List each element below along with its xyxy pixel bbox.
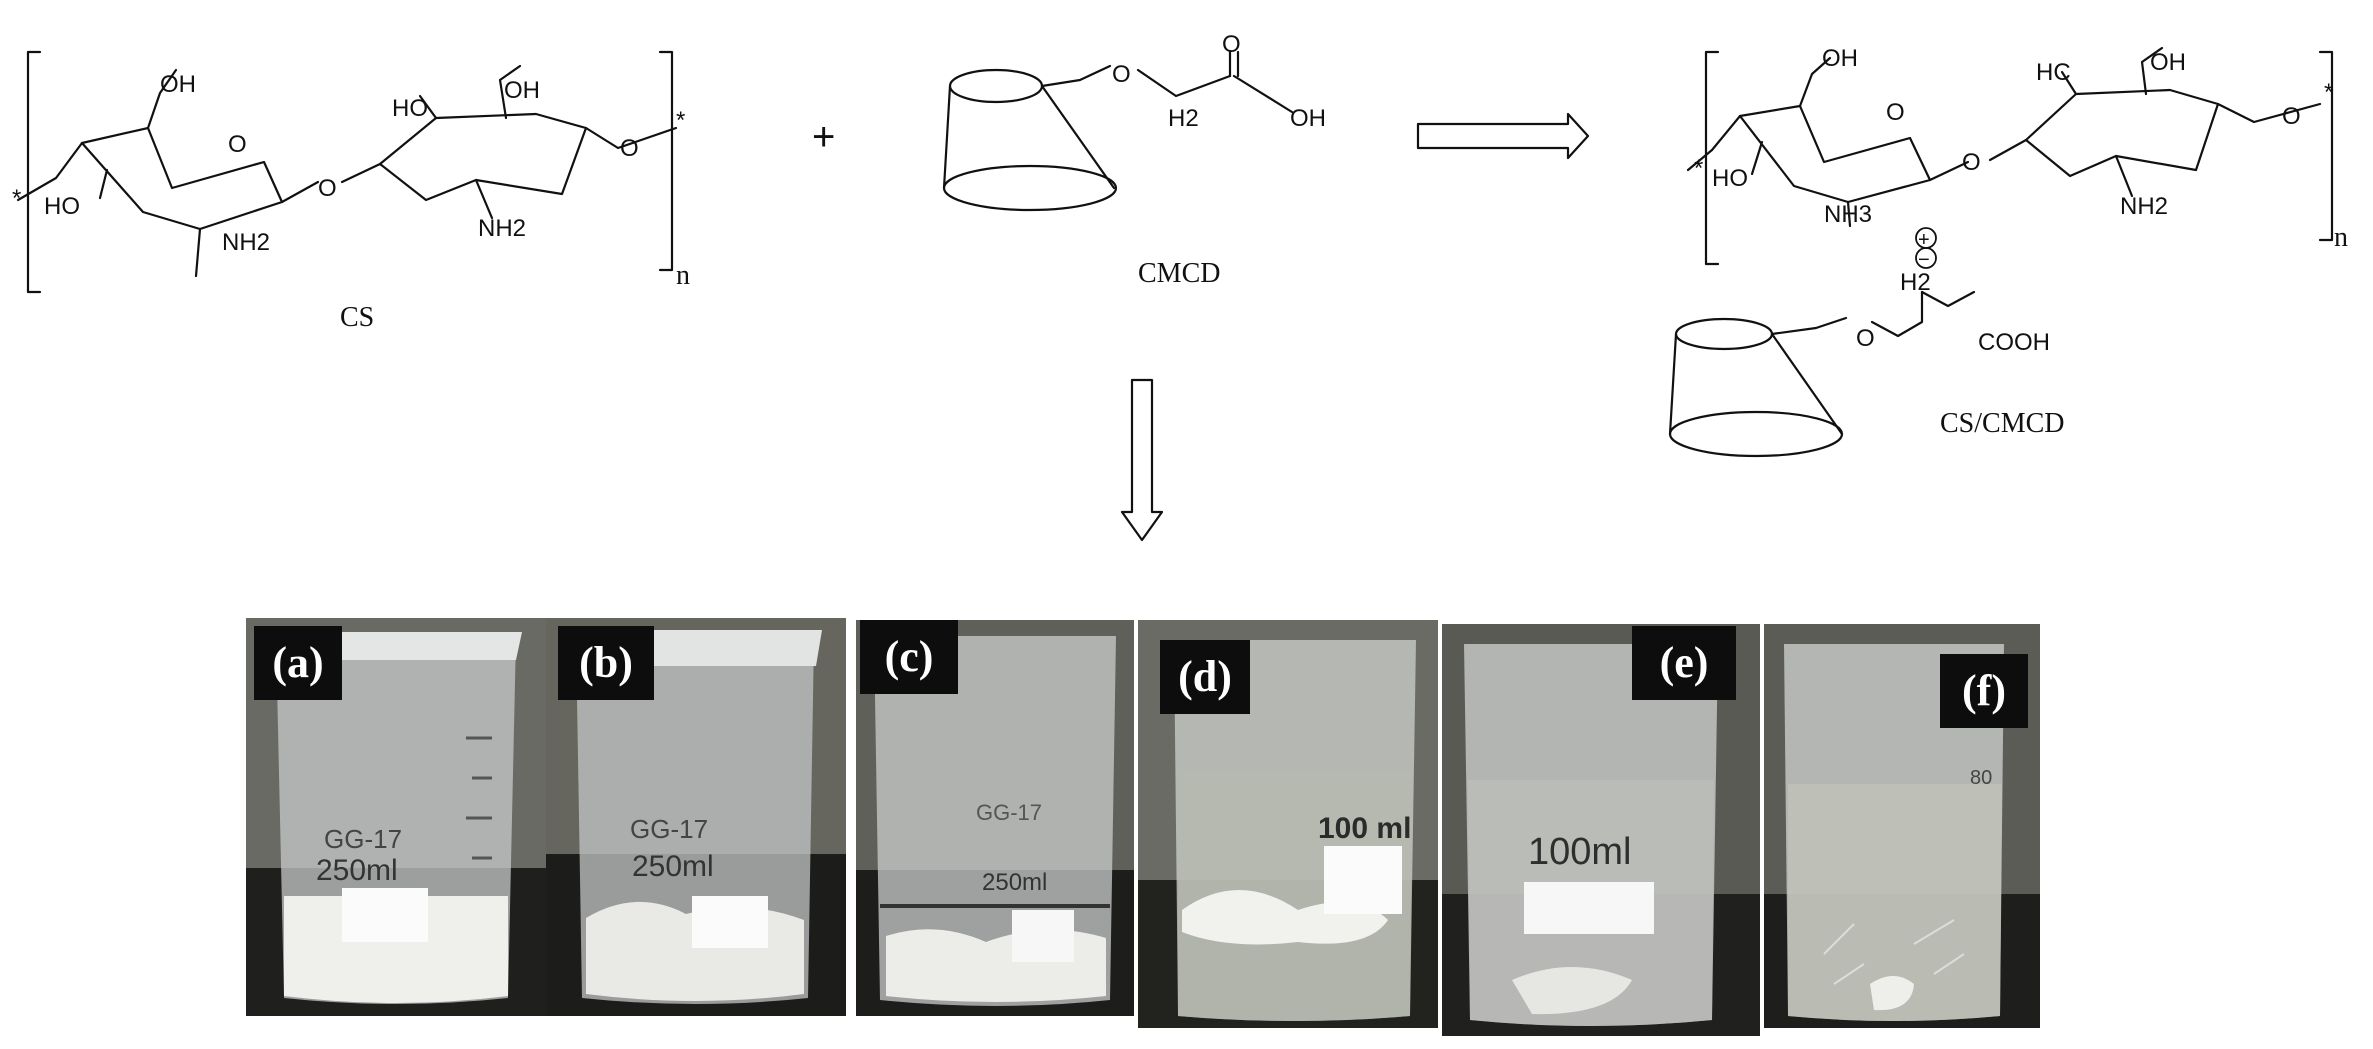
photo-f: 100 80 (f) bbox=[1764, 624, 2040, 1028]
cmcd-carbonyl-o: O bbox=[1222, 31, 1241, 58]
photo-a: GG-17 250ml (a) bbox=[246, 618, 546, 1016]
cs-nh2-2: NH2 bbox=[478, 215, 526, 242]
product-link-o: O bbox=[1962, 149, 1981, 176]
product-end-o: O bbox=[2282, 103, 2301, 130]
product-oh-1: OH bbox=[1822, 45, 1858, 72]
cs-ho-2: HO bbox=[392, 95, 428, 122]
cs-caption: CS bbox=[340, 302, 374, 333]
beaker-b-volume: 250ml bbox=[632, 850, 714, 883]
cmcd-caption: CMCD bbox=[1138, 258, 1220, 289]
beaker-f-mark-80: 80 bbox=[1970, 767, 1992, 789]
product-hc: HC bbox=[2036, 59, 2071, 86]
positive-charge: + bbox=[1918, 229, 1930, 251]
photo-f-label: (f) bbox=[1940, 654, 2028, 728]
cs-ho: HO bbox=[44, 193, 80, 220]
photo-a-label: (a) bbox=[254, 626, 342, 700]
arrow-down bbox=[1120, 378, 1164, 542]
photo-e-label: (e) bbox=[1632, 626, 1736, 700]
cs-ring-2 bbox=[378, 64, 678, 220]
cmcd-ether-o: O bbox=[1112, 61, 1131, 88]
cs-oh-2: OH bbox=[504, 77, 540, 104]
cs-nh2-1: NH2 bbox=[222, 229, 270, 256]
cmcd-oh: OH bbox=[1290, 105, 1326, 132]
cs-link-2 bbox=[340, 162, 382, 184]
cs-ring-1 bbox=[16, 68, 284, 278]
photo-c: GG-17 250ml (c) bbox=[856, 620, 1134, 1016]
product-nh3: NH3 bbox=[1824, 201, 1872, 228]
cs-left-bracket bbox=[26, 50, 42, 294]
cmcd-cone bbox=[942, 50, 1294, 212]
product-oh-2: OH bbox=[2150, 49, 2186, 76]
product-ether-o: O bbox=[1856, 325, 1875, 352]
negative-charge: − bbox=[1918, 249, 1930, 271]
cs-right-bracket bbox=[658, 50, 674, 272]
product-ho: HO bbox=[1712, 165, 1748, 192]
beaker-e-volume: 100ml bbox=[1528, 831, 1632, 873]
product-cooh: COOH bbox=[1978, 329, 2050, 356]
beaker-d-volume: 100 ml bbox=[1318, 812, 1411, 845]
photo-b: GG-17 250ml (b) bbox=[546, 618, 846, 1016]
cs-link-o: O bbox=[318, 175, 337, 202]
ion-pair-charges: + − bbox=[1915, 227, 1937, 271]
beaker-a-mark: GG-17 bbox=[324, 824, 402, 854]
photo-e: 100ml (e) bbox=[1442, 624, 1760, 1036]
beaker-c-volume: 250ml bbox=[982, 869, 1047, 896]
product-left-bracket bbox=[1704, 50, 1720, 266]
photo-b-label: (b) bbox=[558, 626, 654, 700]
cs-ring-o: O bbox=[228, 131, 247, 158]
cs-link-1 bbox=[280, 180, 320, 204]
product-link-2 bbox=[1988, 138, 2028, 162]
beaker-b-mark: GG-17 bbox=[630, 814, 708, 844]
product-ch2: H2 bbox=[1900, 269, 1931, 296]
cs-star-left: * bbox=[12, 185, 21, 212]
product-ring-1 bbox=[1686, 56, 1932, 228]
cs-star-right: * bbox=[676, 107, 685, 134]
product-right-bracket bbox=[2318, 50, 2334, 242]
cs-end-o: O bbox=[620, 135, 639, 162]
product-star-right: * bbox=[2324, 79, 2333, 106]
beaker-a-volume: 250ml bbox=[316, 854, 398, 887]
photo-d-label: (d) bbox=[1160, 640, 1250, 714]
arrow-right bbox=[1416, 112, 1590, 160]
photo-d: 100 ml (d) bbox=[1138, 620, 1438, 1028]
product-ring-2 bbox=[2024, 46, 2322, 198]
cmcd-ch2: H2 bbox=[1168, 105, 1199, 132]
product-caption: CS/CMCD bbox=[1940, 408, 2065, 439]
product-cone bbox=[1668, 290, 1976, 458]
product-repeat-n: n bbox=[2334, 222, 2348, 253]
product-link-1 bbox=[1928, 160, 1970, 182]
product-nh2: NH2 bbox=[2120, 193, 2168, 220]
cs-repeat-n: n bbox=[676, 260, 690, 291]
cs-oh-top: OH bbox=[160, 71, 196, 98]
plus-sign: + bbox=[812, 115, 835, 159]
photo-c-label: (c) bbox=[860, 620, 958, 694]
product-ring-o-1: O bbox=[1886, 99, 1905, 126]
beaker-c-mark: GG-17 bbox=[976, 800, 1042, 825]
product-star-left: * bbox=[1694, 155, 1703, 182]
